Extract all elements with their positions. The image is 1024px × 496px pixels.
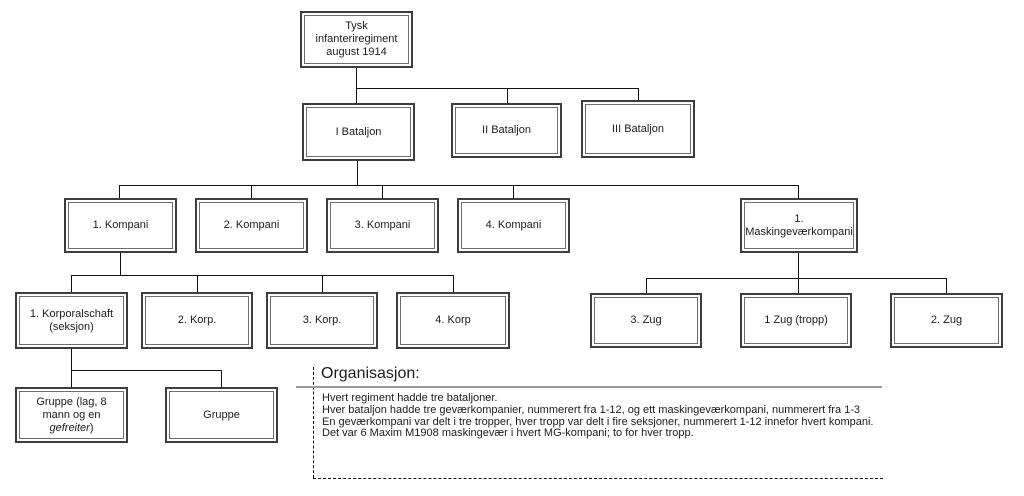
panel-note-line: Hvert regiment hadde tre bataljoner. (322, 392, 498, 404)
org-node-label: Gruppe (203, 408, 240, 421)
org-node-label: Tysk infanteriregiment august 1914 (315, 20, 398, 58)
connector (507, 88, 508, 103)
org-node-label: 1. Kompani (92, 219, 149, 231)
panel-heading: Organisasjon: (321, 365, 420, 382)
org-node-zug-1: 1 Zug (tropp) (740, 293, 852, 348)
org-node-label: 1. Korporalschaft (seksjon) (29, 307, 114, 333)
org-node-regiment: Tysk infanteriregiment august 1914 (300, 11, 413, 68)
connector (453, 275, 454, 292)
org-node-maskingevaerkompani: 1. Maskingeværkompani (740, 198, 858, 253)
connector (119, 185, 120, 198)
org-node-gruppe: Gruppe (165, 387, 278, 443)
connector (197, 275, 198, 292)
org-node-kompani-2: 2. Kompani (195, 198, 308, 253)
org-node-korporalschaft-1: 1. Korporalschaft (seksjon) (15, 292, 128, 349)
panel-dashed-left-border (313, 367, 314, 478)
org-node-korporalschaft-4: 4. Korp (396, 292, 510, 349)
org-node-kompani-3: 3. Kompani (326, 198, 439, 253)
panel-note-line: Det var 6 Maxim M1908 maskingevær i hver… (322, 427, 694, 440)
panel-notes: Hvert regiment hadde tre bataljoner. Hve… (322, 392, 874, 440)
connector (513, 185, 514, 198)
connector (120, 253, 121, 275)
connector (71, 275, 72, 292)
org-node-label: Gruppe (lag, 8 mann og en gefreiter) (36, 395, 107, 434)
org-node-kompani-4: 4. Kompani (457, 198, 570, 253)
connector (798, 253, 799, 278)
org-node-label: 3. Kompani (354, 219, 411, 231)
org-node-korporalschaft-3: 3. Korp. (266, 292, 378, 349)
org-node-label: 4. Korp (435, 314, 471, 326)
panel-note-line: En geværkompani var delt i tre tropper, … (322, 415, 874, 428)
org-node-label: II Bataljon (482, 124, 531, 136)
connector (119, 185, 798, 186)
connector (798, 278, 799, 293)
panel-heading-rule (296, 386, 882, 388)
connector (322, 275, 323, 292)
org-node-label: 3. Zug (630, 314, 662, 326)
org-node-label: 2. Kompani (223, 219, 280, 231)
org-node-zug-2: 2. Zug (890, 293, 1003, 348)
org-node-zug-3: 3. Zug (590, 293, 702, 348)
org-node-kompani-1: 1. Kompani (64, 198, 177, 253)
org-node-gruppe-lag: Gruppe (lag, 8 mann og en gefreiter) (15, 387, 128, 443)
connector (251, 185, 252, 198)
connector (71, 275, 453, 276)
connector (382, 185, 383, 198)
connector (357, 161, 358, 185)
org-node-label: 2. Zug (930, 314, 963, 326)
connector (646, 278, 946, 279)
connector (356, 68, 357, 103)
org-node-label: I Bataljon (335, 125, 382, 138)
org-node-korporalschaft-2: 2. Korp. (141, 292, 253, 349)
org-node-bataljon-3: III Bataljon (581, 100, 695, 158)
org-node-label: 1. Maskingeværkompani (745, 212, 853, 238)
org-node-label: 1 Zug (tropp) (764, 314, 828, 326)
connector (638, 88, 639, 100)
connector (646, 278, 647, 293)
connector (71, 349, 72, 387)
org-node-label: 2. Korp. (177, 314, 217, 326)
connector (946, 278, 947, 293)
org-node-label: III Bataljon (612, 122, 664, 135)
org-node-label: 4. Kompani (485, 219, 542, 231)
connector (798, 185, 799, 198)
org-node-label: 3. Korp. (302, 314, 342, 326)
org-node-bataljon-2: II Bataljon (451, 103, 562, 158)
connector (221, 370, 222, 387)
panel-dashed-bottom-border (313, 478, 883, 479)
connector (356, 88, 638, 89)
panel-note-line: Hver bataljon hadde tre geværkompanier, … (322, 403, 861, 416)
connector (71, 370, 221, 371)
org-node-bataljon-1: I Bataljon (302, 103, 415, 161)
